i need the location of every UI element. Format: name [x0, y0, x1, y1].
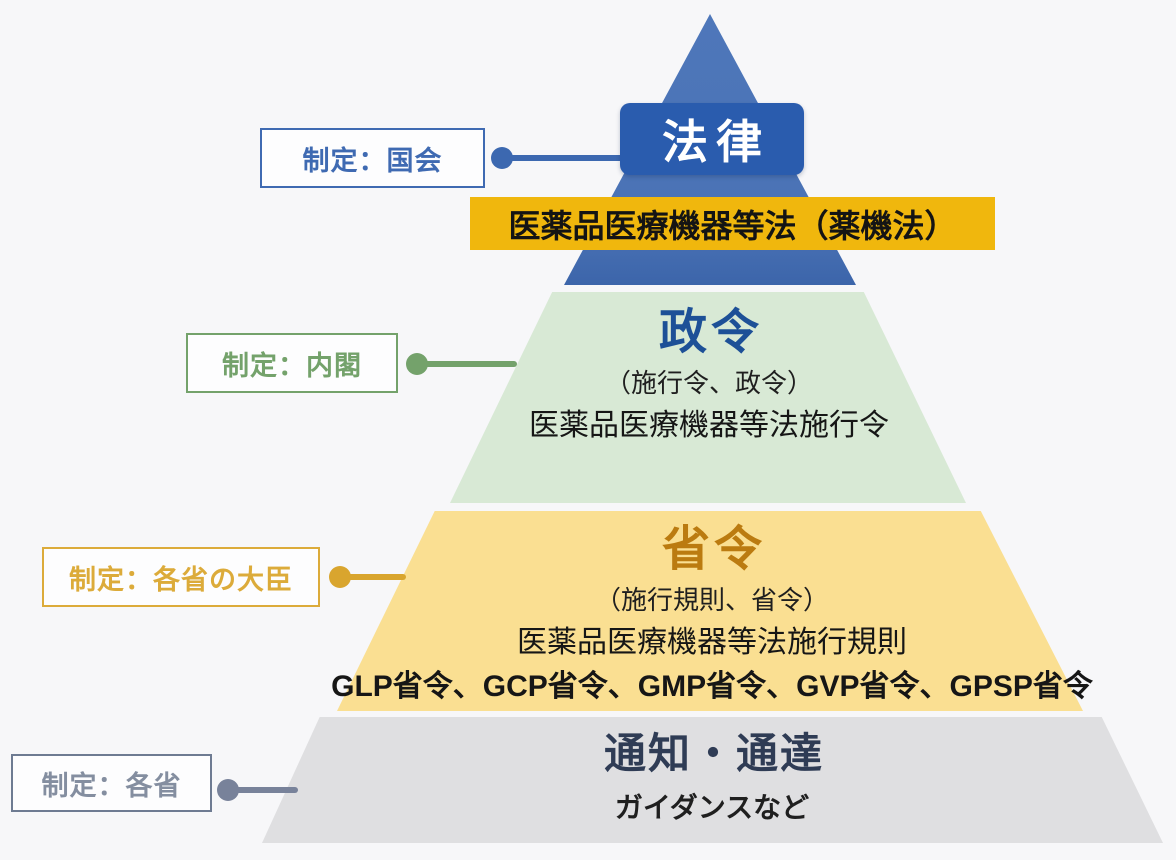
maker-label-ministries: 制定：各省	[11, 754, 212, 812]
law-banner: 医薬品医療機器等法（薬機法）	[470, 197, 995, 250]
cabinet-order-subtitle: （施行令、政令）	[604, 368, 813, 398]
ministerial-ordinance-title: 省令	[661, 523, 767, 576]
cabinet-order-title: 政令	[658, 306, 763, 359]
leader-line-diet	[502, 155, 624, 161]
cabinet-order-line1: 医薬品医療機器等法施行令	[529, 408, 889, 442]
leader-dot-ministers	[329, 566, 351, 588]
notification-title: 通知・通達	[603, 730, 825, 777]
leader-line-ministries	[228, 787, 298, 793]
maker-label-diet: 制定：国会	[260, 128, 485, 188]
pyramid-tier-ministerial-ordinance	[337, 511, 1083, 711]
ministerial-ordinance-text-stack: 省令 （施行規則、省令） 医薬品医療機器等法施行規則 GLP省令、GCP省令、G…	[331, 520, 1093, 706]
ministerial-ordinance-line2: GLP省令、GCP省令、GMP省令、GVP省令、GPSP省令	[331, 669, 1093, 703]
cabinet-order-text-stack: 政令 （施行令、政令） 医薬品医療機器等法施行令	[529, 303, 889, 445]
maker-label-cabinet: 制定：内閣	[186, 333, 398, 393]
pyramid-tier-cabinet-order	[450, 292, 966, 503]
pyramid-tier-notification	[262, 717, 1163, 843]
law-banner-text: 医薬品医療機器等法（薬機法）	[508, 207, 957, 244]
ministerial-ordinance-line1: 医薬品医療機器等法施行規則	[516, 625, 907, 659]
leader-line-ministers	[340, 574, 406, 580]
maker-label-ministries-text: 制定：各省	[41, 770, 182, 801]
law-title-box: 法律	[620, 103, 804, 175]
maker-label-ministers: 制定：各省の大臣	[42, 547, 320, 607]
law-title: 法律	[662, 116, 770, 168]
leader-dot-cabinet	[406, 353, 428, 375]
leader-dot-ministries	[217, 779, 239, 801]
leader-line-cabinet	[417, 361, 517, 367]
maker-label-ministers-text: 制定：各省の大臣	[69, 564, 293, 595]
notification-text-stack: 通知・通達 ガイダンスなど	[600, 728, 824, 826]
ministerial-ordinance-subtitle: （施行規則、省令）	[594, 585, 830, 615]
maker-label-diet-text: 制定：国会	[302, 145, 443, 176]
leader-dot-diet	[491, 147, 513, 169]
maker-label-cabinet-text: 制定：内閣	[222, 350, 362, 381]
notification-subtitle: ガイダンスなど	[614, 791, 810, 823]
